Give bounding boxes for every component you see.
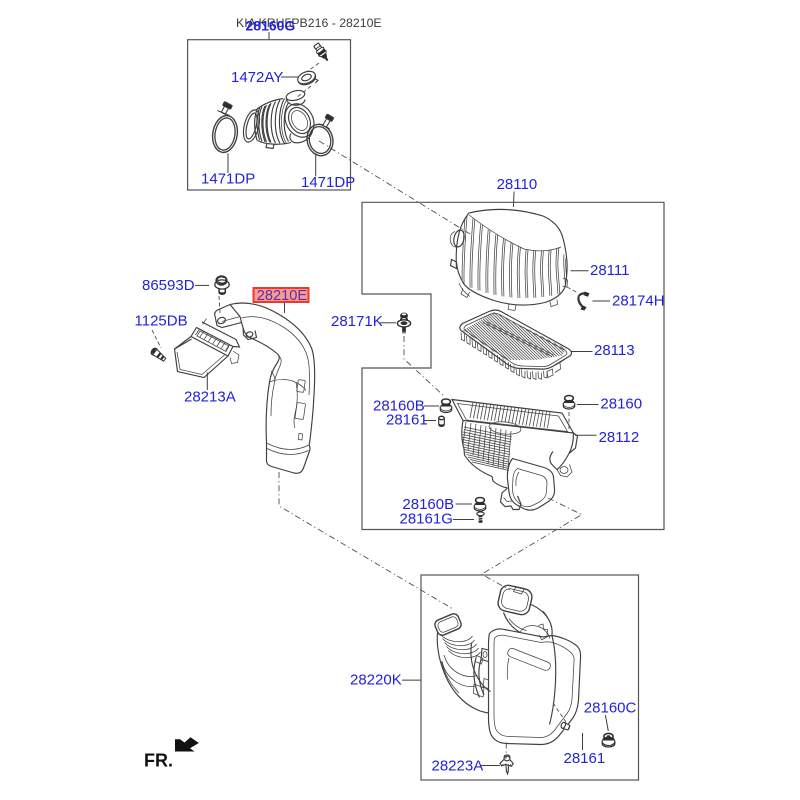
svg-text:1472AY: 1472AY [231,69,283,86]
svg-text:1125DB: 1125DB [135,313,188,330]
svg-text:28174H: 28174H [612,293,665,310]
svg-text:28110: 28110 [497,176,538,193]
svg-text:86593D: 86593D [142,277,195,294]
svg-text:28161G: 28161G [400,511,453,528]
svg-text:FR.: FR. [144,751,173,771]
svg-text:28113: 28113 [594,342,635,359]
svg-text:28161: 28161 [564,750,606,767]
svg-text:28160: 28160 [600,395,642,412]
svg-text:28213A: 28213A [184,389,236,406]
svg-text:28160G: 28160G [246,18,296,34]
svg-text:28220K: 28220K [350,671,402,688]
svg-text:28160C: 28160C [584,699,637,716]
svg-text:28223A: 28223A [432,758,484,775]
svg-text:28161: 28161 [386,411,428,428]
svg-text:KIA KRU5PB216 - 28210E: KIA KRU5PB216 - 28210E [236,16,382,30]
svg-text:28171K: 28171K [331,313,383,330]
svg-text:28210E: 28210E [257,288,308,304]
svg-text:28112: 28112 [599,429,640,446]
svg-text:28160B: 28160B [402,496,454,513]
svg-text:28160B: 28160B [373,397,425,414]
svg-text:28111: 28111 [590,262,630,279]
svg-text:1471DP: 1471DP [301,174,355,191]
svg-text:1471DP: 1471DP [201,171,255,188]
